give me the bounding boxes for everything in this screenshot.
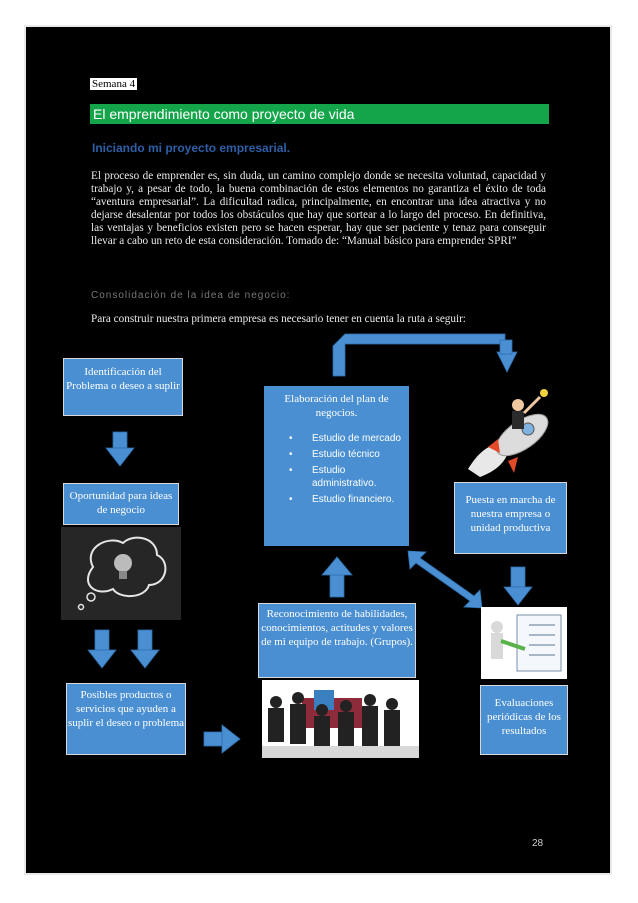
plan-title: Elaboración del plan de negocios.: [284, 393, 389, 419]
plan-item: • Estudio de mercado: [264, 432, 409, 445]
business-plan-box: Elaboración del plan de negocios. • Estud…: [264, 386, 409, 546]
arrow-down-2: [87, 629, 117, 669]
bullet: •: [289, 449, 293, 460]
plan-item: • Estudio administrativo.: [264, 464, 409, 490]
arrow-up: [321, 556, 353, 598]
plan-item-label: Estudio técnico: [312, 449, 380, 460]
consolidation-heading: Consolidación de la idea de negocio:: [91, 290, 291, 301]
lightbulb-icon: [61, 527, 181, 620]
plan-item: • Estudio financiero.: [264, 493, 409, 506]
evaluations-box: Evaluaciones periódicas de los resultado…: [480, 685, 568, 755]
week-label: Semana 4: [90, 78, 138, 90]
rocket-illustration: [448, 383, 566, 479]
plan-item-label: Estudio administrativo.: [312, 465, 377, 489]
bullet: •: [289, 433, 293, 444]
page-number: 28: [532, 838, 544, 849]
products-box: Posibles productos o servicios que ayude…: [66, 683, 186, 755]
bullet: •: [289, 494, 293, 505]
rocket-icon: [448, 383, 566, 479]
arrow-down-1: [105, 431, 135, 467]
section-subtitle: Iniciando mi proyecto empresarial.: [92, 141, 291, 155]
plan-item-label: Estudio de mercado: [312, 433, 401, 444]
recognition-box: Reconocimiento de habilidades, conocimie…: [258, 603, 416, 678]
plan-item-label: Estudio financiero.: [312, 494, 395, 505]
checklist-icon: [481, 607, 567, 679]
body-paragraph: El proceso de emprender es, sin duda, un…: [91, 170, 546, 247]
section-banner: El emprendimiento como proyecto de vida: [90, 104, 549, 124]
arrow-diagonal: [407, 550, 483, 609]
intro-text: Para construir nuestra primera empresa e…: [91, 313, 466, 325]
plan-list: • Estudio de mercado • Estudio técnico • Es…: [264, 432, 409, 506]
identification-box: Identificación del Problema o deseo a su…: [63, 358, 183, 416]
bullet: •: [289, 465, 293, 476]
arrow-right: [203, 724, 241, 754]
opportunity-box: Oportunidad para ideas de negocio: [63, 483, 179, 525]
team-illustration: [262, 680, 419, 758]
arrow-down-4: [503, 566, 533, 606]
arrow-down-3: [130, 629, 160, 669]
launch-box: Puesta en marcha de nuestra empresa o un…: [454, 482, 567, 554]
plan-item: • Estudio técnico: [264, 448, 409, 461]
evaluation-illustration: [481, 607, 567, 679]
arrow-bracket: [332, 333, 518, 377]
lightbulb-illustration: [61, 527, 181, 620]
team-icon: [262, 680, 419, 758]
